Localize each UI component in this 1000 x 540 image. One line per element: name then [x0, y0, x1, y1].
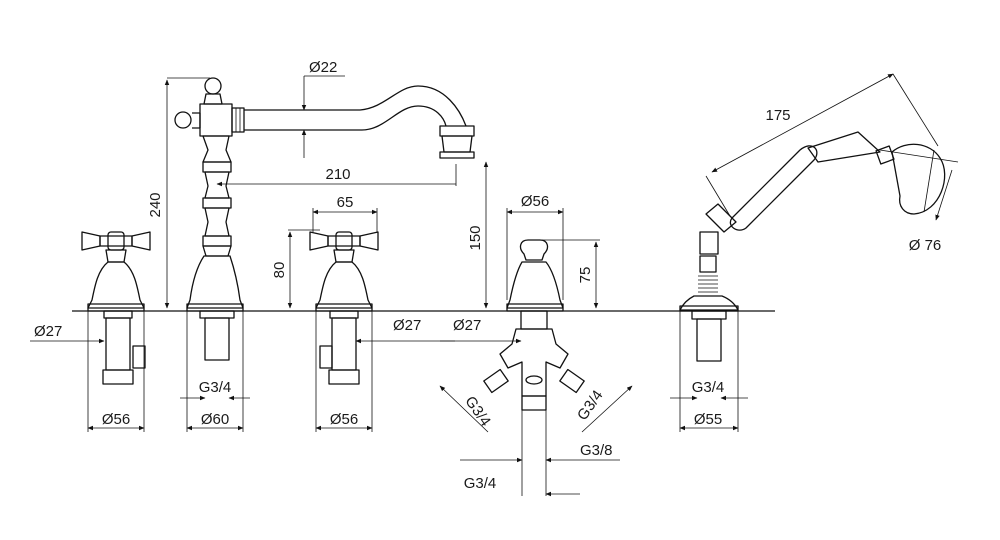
label-left-valve-shank: Ø27 [34, 323, 62, 340]
label-right-valve-shank: Ø27 [393, 317, 421, 334]
label-spout-thread: G3/4 [199, 379, 232, 396]
label-diverter-height: 75 [577, 267, 594, 284]
label-outlet-height: 150 [467, 225, 484, 250]
label-hose-length: 175 [765, 107, 790, 124]
label-spout-height: 240 [147, 192, 164, 217]
label-spout-flange: Ø60 [201, 411, 229, 428]
left-cross-handle-valve [81, 231, 151, 385]
diverter [483, 239, 585, 411]
label-handle-height: 80 [271, 262, 288, 279]
label-spout-reach: 210 [325, 166, 350, 183]
label-handle-spread: 65 [337, 194, 354, 211]
label-right-valve-flange: Ø56 [330, 411, 358, 428]
dimension-lines [30, 73, 959, 497]
label-diverter-diameter: Ø56 [521, 193, 549, 210]
label-spout-diameter: Ø22 [309, 59, 337, 76]
label-diverter-right-thread: G3/4 [574, 387, 607, 423]
label-diverter-bottom-thread: G3/4 [464, 475, 497, 492]
spout [174, 77, 475, 361]
label-diverter-small-thread: G3/8 [580, 442, 613, 459]
label-diverter-shank: Ø27 [453, 317, 481, 334]
dimension-labels: 240 Ø22 210 150 65 80 Ø56 75 175 Ø 76 Ø2… [34, 59, 941, 492]
label-left-valve-flange: Ø56 [102, 411, 130, 428]
label-shower-diameter: Ø 76 [909, 237, 942, 254]
label-shower-thread: G3/4 [692, 379, 725, 396]
right-cross-handle-valve [309, 231, 379, 385]
hand-shower [679, 131, 946, 362]
label-shower-flange: Ø55 [694, 411, 722, 428]
